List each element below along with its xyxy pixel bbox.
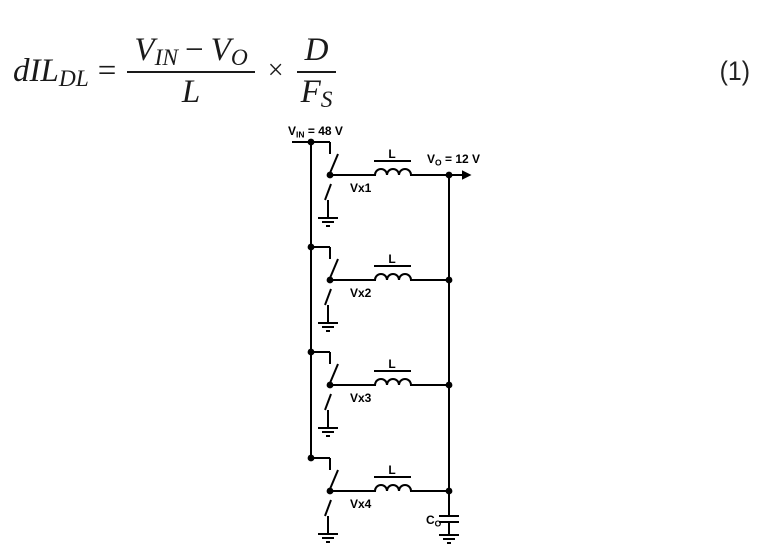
fraction2-numerator: D bbox=[304, 31, 329, 68]
bus-junction-dot bbox=[307, 138, 315, 146]
vin-subscript: IN bbox=[154, 44, 179, 71]
inductor-label-4: L bbox=[388, 463, 395, 477]
minus-sign: − bbox=[185, 31, 204, 68]
equation-row: dILDL = VIN−VO L × D FS (1) bbox=[13, 31, 750, 111]
vin-symbol: V bbox=[134, 31, 155, 68]
fraction-d-over-fs: D FS bbox=[296, 31, 337, 111]
vin-label-main: V bbox=[288, 124, 296, 138]
phase-4 bbox=[318, 458, 452, 542]
vo-symbol: V bbox=[210, 31, 231, 68]
vout-label-value: = 12 V bbox=[442, 152, 480, 166]
fraction1-denominator: L bbox=[127, 70, 255, 109]
cap-label-sub: O bbox=[435, 519, 442, 529]
vo-subscript: O bbox=[230, 44, 248, 71]
bus-junction-dot bbox=[307, 243, 315, 251]
vout-label: VO = 12 V bbox=[427, 152, 480, 168]
fs-subscript: S bbox=[320, 86, 333, 113]
switch-node-label-4: Vx4 bbox=[350, 497, 372, 511]
fraction2-denominator: FS bbox=[296, 70, 337, 111]
formula-lhs-subscript: DL bbox=[58, 65, 89, 92]
equals-sign: = bbox=[97, 52, 117, 89]
formula-lhs-main: dIL bbox=[13, 52, 59, 89]
output-arrow-icon bbox=[462, 170, 472, 180]
output-bus bbox=[448, 170, 472, 516]
output-capacitor bbox=[438, 515, 460, 544]
vin-label-value: = 48 V bbox=[305, 124, 343, 138]
fraction-voltage-over-l: VIN−VO L bbox=[127, 31, 255, 109]
multiplication-sign: × bbox=[267, 54, 284, 86]
phase-3 bbox=[318, 352, 452, 436]
vin-label: VIN = 48 V bbox=[288, 124, 343, 140]
switch-node-label-2: Vx2 bbox=[350, 286, 372, 300]
vout-label-main: V bbox=[427, 152, 435, 166]
cap-label: CO bbox=[426, 513, 442, 529]
fs-symbol: F bbox=[300, 73, 321, 110]
switch-node-label-1: Vx1 bbox=[350, 181, 372, 195]
fraction1-numerator: VIN−VO bbox=[127, 31, 254, 71]
inductor-label-1: L bbox=[388, 147, 395, 161]
bus-junction-dot bbox=[307, 348, 315, 356]
inductor-label-2: L bbox=[388, 252, 395, 266]
formula-lhs: dILDL bbox=[13, 52, 89, 90]
equation-number: (1) bbox=[719, 55, 750, 86]
vin-label-sub: IN bbox=[296, 130, 305, 140]
capacitor-ground-icon bbox=[438, 534, 460, 544]
inductor-label-3: L bbox=[388, 357, 395, 371]
cap-label-main: C bbox=[426, 513, 435, 527]
phase-2 bbox=[318, 247, 452, 331]
bus-junction-dot bbox=[307, 454, 315, 462]
inductor-ripple-formula: dILDL = VIN−VO L × D FS bbox=[13, 31, 338, 111]
switch-node-label-3: Vx3 bbox=[350, 391, 372, 405]
input-bus bbox=[292, 138, 330, 462]
vout-label-sub: O bbox=[435, 158, 442, 168]
